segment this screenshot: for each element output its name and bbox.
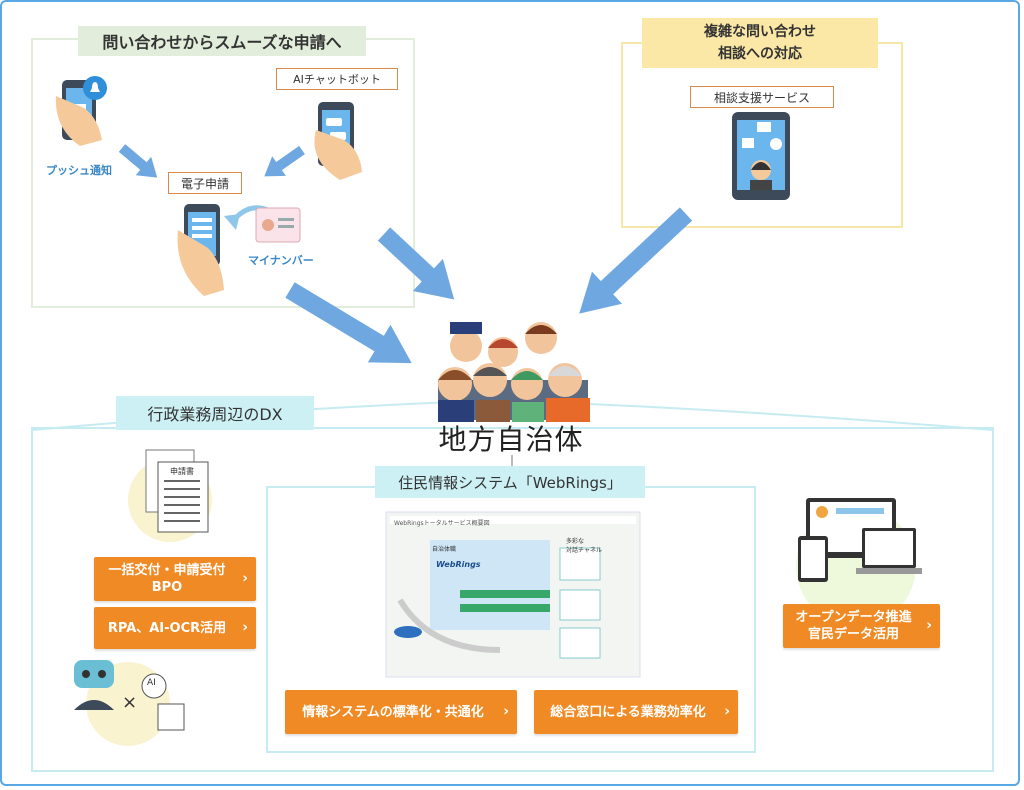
bpo-button-label: 一括交付・申請受付 BPO	[108, 563, 226, 595]
push-notice-label: プッシュ通知	[46, 164, 112, 177]
municipality-people-illustration	[438, 322, 590, 422]
dx-section-title: 行政業務周辺のDX	[116, 396, 314, 430]
consult-title-line2: 相談への対応	[718, 46, 802, 62]
ai-chatbot-label: AIチャットボット	[276, 68, 398, 90]
arrow-inquiry-lower	[285, 282, 412, 364]
system-image-header: WebRingsトータルサービス概要図	[394, 520, 490, 527]
arrow-inquiry-upper	[377, 227, 455, 300]
chevron-right-icon: ›	[242, 570, 248, 587]
consult-title-line1: 複雑な問い合わせ	[704, 24, 816, 40]
municipality-label: 地方自治体	[438, 423, 584, 456]
webrings-overview-image	[385, 511, 641, 678]
opendata-devices-icon	[796, 498, 922, 626]
my-number-label: マイナンバー	[248, 254, 314, 267]
document-icon	[128, 449, 212, 542]
consult-service-label: 相談支援サービス	[690, 86, 834, 108]
bpo-button[interactable]: 一括交付・申請受付 BPO ›	[94, 557, 256, 601]
arrow-chat-to-eapp	[264, 145, 305, 177]
ai-badge: AI	[147, 678, 156, 688]
mynumber-card-illustration	[255, 207, 301, 243]
system-image-channels: 多彩な 対話チャネル	[566, 538, 602, 554]
window-button[interactable]: 総合窓口による業務効率化 ›	[534, 690, 738, 734]
chevron-right-icon: ›	[242, 619, 248, 636]
robot-ai-icon	[74, 660, 185, 746]
opendata-button[interactable]: オープンデータ推進 官民データ活用 ›	[783, 604, 940, 648]
consult-tablet-illustration	[732, 112, 790, 200]
standardize-button[interactable]: 情報システムの標準化・共通化 ›	[285, 690, 517, 734]
system-image-logo: WebRings	[436, 560, 481, 569]
arrow-consult	[579, 207, 693, 314]
system-image-residents: 自治体職	[432, 546, 457, 553]
webrings-section-title: 住民情報システム「WebRings」	[375, 466, 645, 498]
chevron-right-icon: ›	[926, 617, 932, 634]
chatbot-phone-illustration	[314, 102, 362, 180]
e-application-label: 電子申請	[168, 172, 242, 194]
chevron-right-icon: ›	[503, 703, 509, 720]
eapp-phone-illustration	[177, 204, 224, 296]
rpa-button-label: RPA、AI-OCR活用	[107, 620, 227, 636]
consult-section-title: 複雑な問い合わせ 相談への対応	[642, 18, 878, 68]
push-phone-illustration	[55, 76, 107, 146]
times-symbol: ×	[122, 692, 138, 713]
window-button-label: 総合窓口による業務効率化	[550, 704, 706, 720]
inquiry-section-title: 問い合わせからスムーズな申請へ	[78, 26, 366, 56]
arrow-push-to-eapp	[118, 144, 158, 178]
opendata-button-label: オープンデータ推進 官民データ活用	[795, 610, 912, 642]
chevron-right-icon: ›	[724, 703, 730, 720]
rpa-button[interactable]: RPA、AI-OCR活用 ›	[94, 607, 256, 649]
standardize-button-label: 情報システムの標準化・共通化	[302, 704, 484, 720]
document-title: 申請書	[170, 467, 194, 476]
dx-section	[31, 427, 994, 772]
